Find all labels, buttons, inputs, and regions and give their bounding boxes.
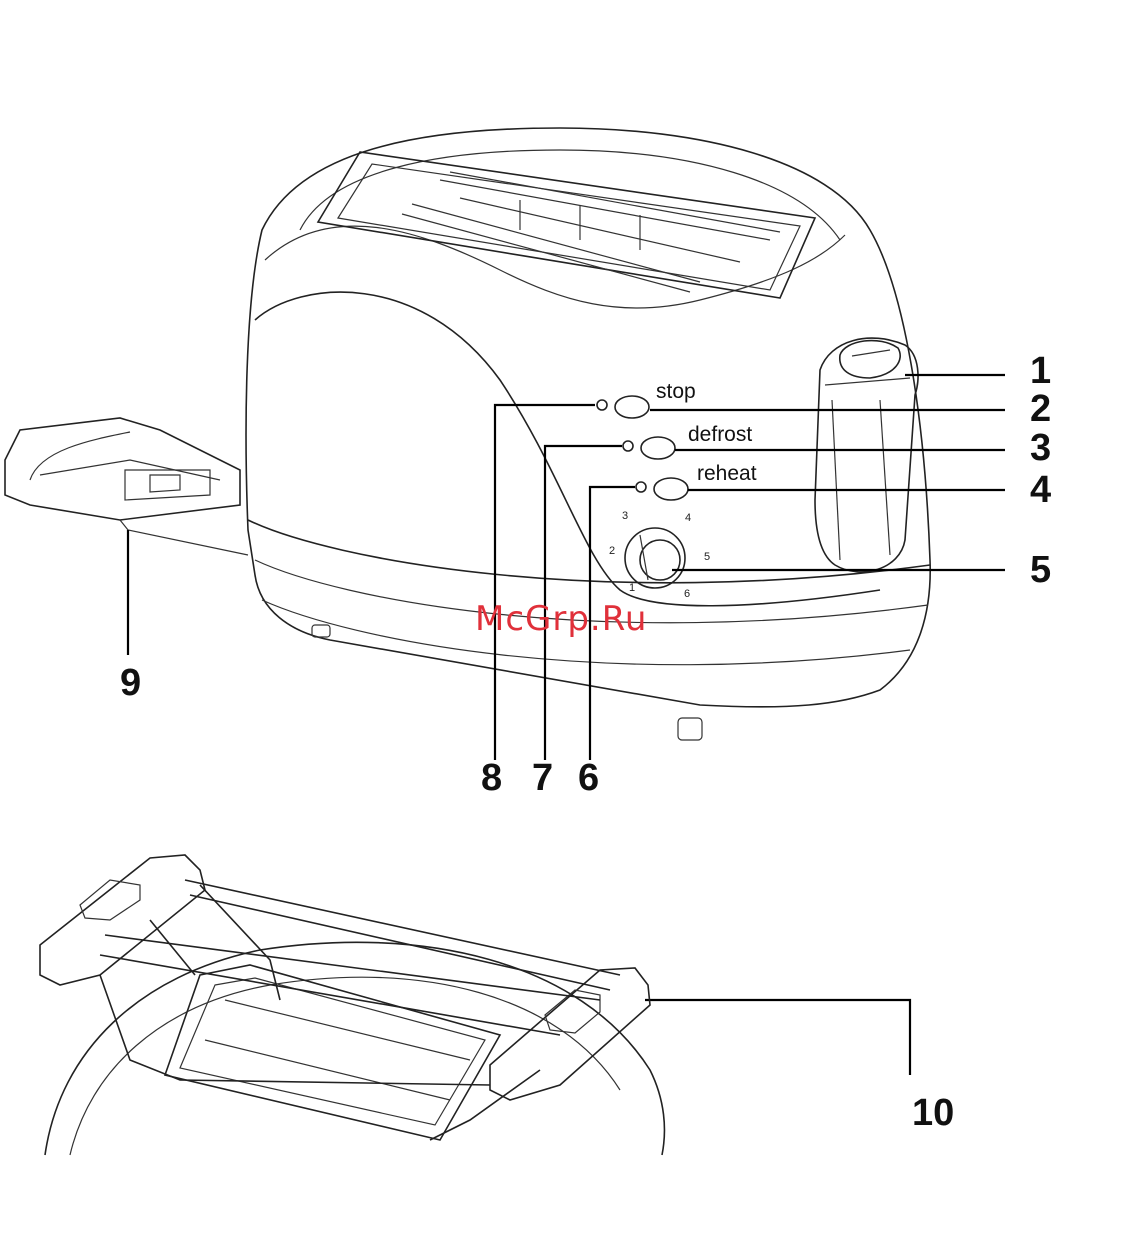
- defrost-indicator-light: [623, 441, 633, 451]
- callout-9: 9: [120, 662, 141, 704]
- callout-7: 7: [532, 757, 553, 799]
- stop-label: stop: [656, 380, 696, 403]
- leader-lines: [128, 375, 1005, 1075]
- stop-button[interactable]: [615, 396, 649, 418]
- defrost-label: defrost: [688, 423, 752, 446]
- dial-mark-1: 1: [629, 582, 635, 594]
- toaster-illustration: [5, 128, 930, 740]
- dial-mark-5: 5: [704, 551, 710, 563]
- callout-5: 5: [1030, 549, 1051, 591]
- callout-3: 3: [1030, 427, 1051, 469]
- callout-1: 1: [1030, 350, 1051, 392]
- reheat-button[interactable]: [654, 478, 688, 500]
- dial-mark-3: 3: [622, 510, 628, 522]
- dial-mark-6: 6: [684, 588, 690, 600]
- watermark: McGrp.Ru: [475, 599, 647, 639]
- callout-2: 2: [1030, 388, 1051, 430]
- bun-warmer-illustration: [40, 855, 664, 1155]
- browning-dial[interactable]: [625, 528, 685, 588]
- dial-mark-2: 2: [609, 545, 615, 557]
- callout-8: 8: [481, 757, 502, 799]
- callout-4: 4: [1030, 469, 1051, 511]
- reheat-label: reheat: [697, 462, 757, 485]
- callout-10: 10: [912, 1092, 954, 1134]
- reheat-indicator-light: [636, 482, 646, 492]
- callout-6: 6: [578, 757, 599, 799]
- dial-mark-4: 4: [685, 512, 691, 524]
- stop-indicator-light: [597, 400, 607, 410]
- defrost-button[interactable]: [641, 437, 675, 459]
